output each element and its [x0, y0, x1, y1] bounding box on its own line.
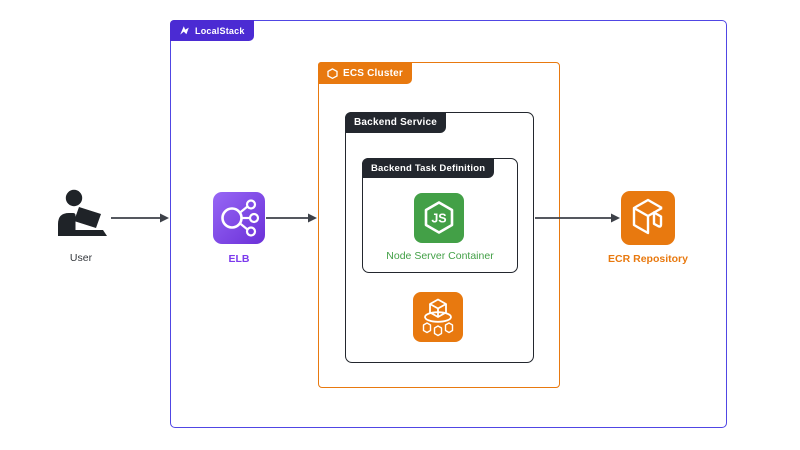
localstack-boundary-box: [170, 20, 727, 428]
svg-text:JS: JS: [431, 212, 446, 226]
elb-node: [213, 192, 265, 244]
node-server-container-node: JS: [414, 193, 464, 243]
localstack-label: LocalStack: [195, 25, 245, 36]
elb-label: ELB: [228, 253, 250, 265]
user-label: User: [69, 252, 93, 264]
user-at-laptop-icon: [58, 189, 107, 236]
arrow-task-to-ecr: [535, 213, 620, 223]
node-server-container-label: Node Server Container: [386, 250, 494, 262]
ecr-registry-cube-icon: [632, 198, 663, 235]
backend-service-label: Backend Service: [354, 117, 438, 128]
arrow-elb-to-ecs-cluster: [266, 213, 317, 223]
backend-task-definition-badge: Backend Task Definition: [362, 158, 495, 178]
ecs-cluster-box: [318, 62, 560, 388]
ecs-service-node: [413, 292, 463, 342]
localstack-badge: LocalStack: [170, 20, 254, 41]
ecs-cluster-hexagon-icon: [327, 67, 338, 79]
ecr-repository-node: [621, 191, 675, 245]
ecs-cluster-badge: ECS Cluster: [318, 62, 412, 84]
ecs-service-cubes-icon: [422, 298, 454, 337]
ecr-repository-label: ECR Repository: [608, 253, 688, 265]
localstack-logo-icon: [180, 26, 189, 35]
arrow-user-to-localstack: [111, 213, 169, 223]
backend-service-badge: Backend Service: [345, 112, 447, 133]
elb-load-balancer-icon: [221, 199, 260, 237]
backend-task-definition-label: Backend Task Definition: [371, 162, 486, 174]
nodejs-hexagon-js-icon: JS: [424, 201, 454, 234]
ecs-cluster-label: ECS Cluster: [343, 67, 403, 79]
